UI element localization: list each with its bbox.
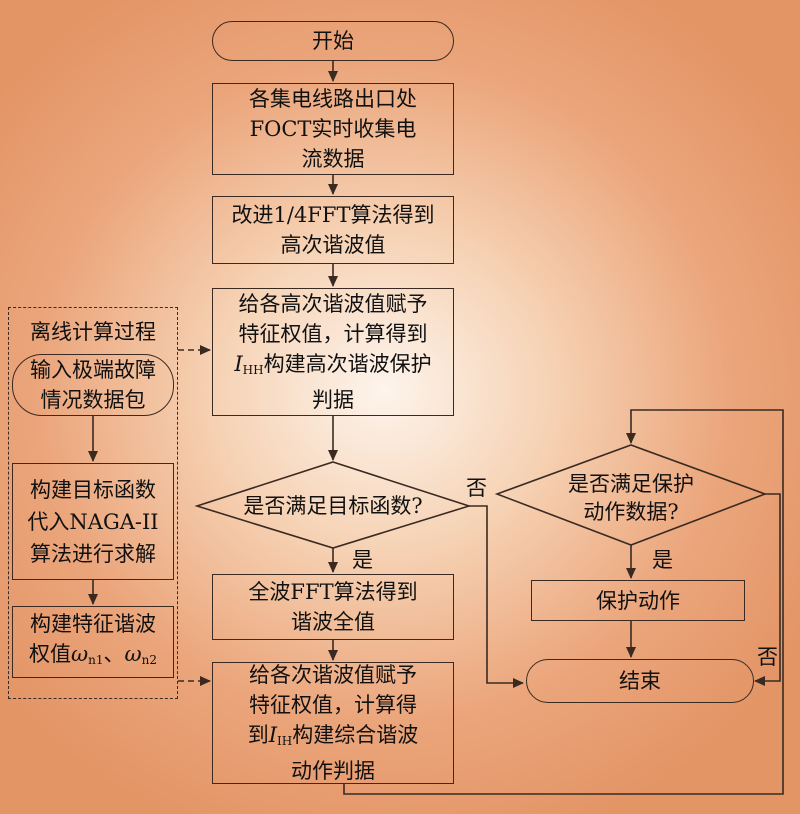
- ihh-symbol: I: [234, 352, 243, 376]
- arrow-assignall-to-protect: [343, 409, 784, 795]
- assign-all-line-2: 特征权值，计算得: [249, 693, 417, 717]
- offline-input-line-1: 输入极端故障: [30, 358, 156, 382]
- fft14-line-1: 改进1/4FFT算法得到: [231, 203, 435, 227]
- omega-n1-symbol: ω: [71, 642, 89, 666]
- no-protect-label: 否: [757, 645, 778, 669]
- start-node: 开始: [212, 21, 454, 61]
- end-node: 结束: [526, 659, 754, 703]
- decision-target-label: 是否满足目标函数?: [243, 494, 423, 518]
- collect-line-2: FOCT实时收集电: [249, 117, 417, 141]
- assign-high-line-4: 判据: [312, 388, 354, 412]
- assign-all-line-3-text: 构建综合谐波: [292, 723, 419, 747]
- decision-protect-diamond: [494, 444, 768, 546]
- assign-all-line-3: 到IIH构建综合谐波: [248, 720, 419, 756]
- omega-n2-symbol: ω: [124, 642, 142, 666]
- protect-action-label: 保护动作: [596, 588, 680, 613]
- offline-input-node: 输入极端故障 情况数据包: [12, 354, 174, 416]
- protect-action-node: 保护动作: [531, 580, 745, 621]
- decision-protect-line-1: 是否满足保护: [568, 472, 694, 496]
- yes-target-label: 是: [352, 548, 373, 572]
- offline-weights-pre: 权值: [29, 642, 71, 666]
- assign-high-line-3: IHH构建高次谐波保护: [234, 349, 431, 385]
- assign-all-line-1: 给各次谐波值赋予: [249, 663, 417, 687]
- full-fft-line-2: 谐波全值: [291, 610, 375, 634]
- offline-weights-line-2: 权值ωn1、ωn2: [29, 639, 157, 675]
- assign-all-node: 给各次谐波值赋予 特征权值，计算得 到IIH构建综合谐波 动作判据: [212, 662, 454, 784]
- omega-separator: 、: [103, 642, 125, 666]
- full-fft-node: 全波FFT算法得到 谐波全值: [212, 574, 454, 640]
- omega-n2-subscript: n2: [141, 653, 157, 667]
- arrow-no-target-to-end: [469, 505, 524, 688]
- decision-protect-label: 是否满足保护 动作数据?: [520, 470, 742, 526]
- offline-group: [8, 307, 178, 699]
- omega-n1-subscript: n1: [88, 653, 104, 667]
- offline-build-line-3: 算法进行求解: [30, 541, 156, 566]
- assign-all-line-3-pre: 到: [247, 723, 269, 747]
- collect-node: 各集电线路出口处 FOCT实时收集电 流数据: [212, 83, 454, 175]
- decision-protect-line-2: 动作数据?: [583, 500, 679, 524]
- assign-high-line-1: 给各高次谐波值赋予: [238, 292, 428, 316]
- offline-input-line-2: 情况数据包: [40, 388, 146, 412]
- collect-line-1: 各集电线路出口处: [249, 87, 417, 111]
- no-target-label: 否: [466, 476, 487, 500]
- end-label: 结束: [619, 669, 661, 693]
- assign-high-line-2: 特征权值，计算得到: [238, 322, 428, 346]
- offline-build-node: 构建目标函数 代入NAGA-II 算法进行求解: [12, 463, 174, 580]
- offline-weights-node: 构建特征谐波 权值ωn1、ωn2: [12, 606, 174, 678]
- ihh-subscript: HH: [242, 363, 264, 377]
- offline-title: 离线计算过程: [30, 320, 156, 344]
- assign-high-node: 给各高次谐波值赋予 特征权值，计算得到 IHH构建高次谐波保护 判据: [212, 288, 454, 416]
- offline-weights-line-1: 构建特征谐波: [30, 612, 156, 636]
- offline-build-line-2: 代入NAGA-II: [27, 509, 159, 534]
- arrow-no-protect-to-end: [754, 493, 781, 686]
- full-fft-line-1: 全波FFT算法得到: [248, 580, 418, 604]
- yes-protect-label: 是: [652, 548, 673, 572]
- iih-subscript: IH: [277, 734, 293, 748]
- start-label: 开始: [312, 29, 354, 53]
- assign-all-line-4: 动作判据: [291, 759, 375, 783]
- assign-high-line-3-text: 构建高次谐波保护: [263, 352, 432, 376]
- iih-symbol: I: [268, 723, 278, 747]
- offline-build-line-1: 构建目标函数: [30, 477, 156, 502]
- collect-line-3: 流数据: [301, 147, 365, 171]
- decision-target-diamond: [194, 461, 472, 549]
- fft14-node: 改进1/4FFT算法得到 高次谐波值: [212, 196, 454, 264]
- fft14-line-2: 高次谐波值: [280, 233, 386, 257]
